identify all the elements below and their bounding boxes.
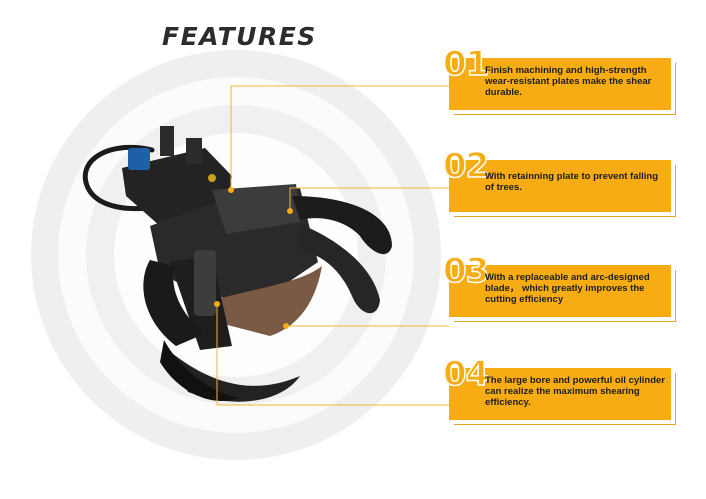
feature-card-02: 02 With retainning plate to prevent fall… (442, 145, 671, 212)
feature-text: With retainning plate to prevent falling… (485, 171, 659, 193)
feature-card-03: 03 With a replaceable and arc-designed b… (442, 250, 671, 317)
feature-card-04: 04 The large bore and powerful oil cylin… (442, 353, 671, 420)
page-title: FEATURES (162, 22, 317, 51)
feature-card-01: 01 Finish machining and high-strength we… (442, 43, 671, 110)
feature-text: The large bore and powerful oil cylinder… (485, 375, 666, 408)
feature-text: With a replaceable and arc-designed blad… (485, 272, 650, 305)
feature-number: 03 (442, 250, 490, 292)
feature-text: Finish machining and high-strength wear-… (485, 65, 652, 98)
feature-number: 04 (442, 353, 490, 395)
feature-number: 02 (442, 145, 490, 187)
feature-number: 01 (442, 43, 490, 85)
